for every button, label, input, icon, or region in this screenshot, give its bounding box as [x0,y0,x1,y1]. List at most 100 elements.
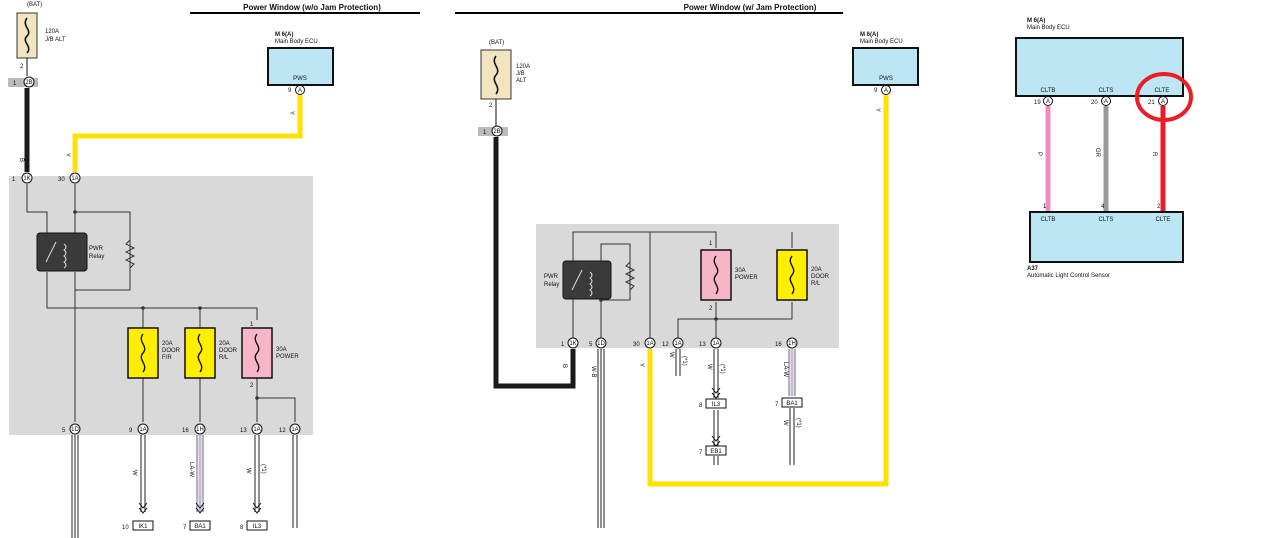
middle-wire-w3: W [782,420,788,426]
middle-alt-l1: 120A [516,64,530,70]
middle-bottom-3 [644,337,656,349]
right-ecu-c3 [1158,96,1168,106]
left-title: Power Window (w/o Jam Protection) [243,3,381,12]
right-ecu-p1: 19 [1034,100,1041,106]
middle-bottom-4-id: 1A [674,341,681,347]
middle-bottom-4 [672,337,684,349]
middle-title: Power Window (w/ Jam Protection) [684,3,817,12]
middle-bottom-2-id: 1D [597,341,605,347]
right-wire-r-label: R [1151,152,1157,157]
middle-bottom-3-id: 1A [646,341,653,347]
left-fuse-power-l2: POWER [276,354,299,360]
middle-bottom-1-pin: 1 [561,342,565,348]
left-end-3-id: IL3 [253,524,262,530]
left-bottom-4 [251,423,263,435]
middle-panel: Power Window (w/ Jam Protection) (BAT) 1… [455,3,919,528]
left-end-3-pin: 8 [240,525,244,531]
left-end-1-pin: 10 [122,525,129,531]
middle-bottom-1 [567,337,579,349]
left-panel: Power Window (w/o Jam Protection) (BAT) … [8,2,420,538]
left-relay-wiring [26,184,296,422]
left-fuse-fr-l1: 20A [162,341,173,347]
left-fuse-rl-l3: R/L [219,355,229,361]
right-sensor-pin-1: 1 [1043,204,1047,210]
left-alt-fuse-line1: 120A [45,29,59,35]
right-sensor-t3: CLTE [1156,217,1171,223]
middle-fuse-door-rl [776,249,808,301]
left-end-1-id: IK1 [138,524,148,530]
middle-wire-w2: W [706,364,712,370]
middle-pwr-relay [562,260,612,300]
left-relay-block [9,176,313,435]
left-bottom-5-id: 1A [291,427,298,433]
middle-wire-w1: W [668,352,674,358]
middle-wire-y-label: Y [874,108,880,112]
middle-bottom-5-pin: 13 [699,342,706,348]
left-end-2-id: BA1 [194,524,206,530]
middle-bottom-6-pin: 16 [775,342,782,348]
middle-end-2-pin: 7 [775,402,779,408]
left-bottom-2-pin: 9 [129,428,133,434]
right-ecu-p3: 21 [1148,100,1155,106]
left-2b-id: 2B [25,80,32,86]
left-power-pin-bottom: 2 [250,383,254,389]
middle-alt-l3: ALT [516,78,527,84]
middle-ecu-pin: 9 [874,88,878,94]
middle-alt-l2: J/B [516,71,525,77]
right-ecu-c3-id: A [1161,99,1165,105]
right-ecu-c2-id: A [1104,99,1108,105]
left-2b-strip [8,78,38,87]
middle-bottom-3-pin: 30 [633,342,640,348]
left-ecu-name: Main Body ECU [275,39,318,45]
middle-ecu-name: Main Body ECU [860,39,903,45]
right-panel: M 6(A) Main Body ECU CLTB CLTS CLTE 19 A… [1015,18,1193,279]
left-wire-y-label: Y [64,153,70,157]
right-wire-gr-label: GR [1094,148,1100,158]
left-fuse-rl-l2: DOOR [219,348,238,354]
middle-chevrons [711,387,721,447]
middle-wire-wb: W-B [590,366,596,378]
right-ecu-code: M 6(A) [1027,18,1045,24]
middle-fuse-rl-l2: DOOR [811,274,830,280]
middle-ecu-code: M 6(A) [860,32,878,38]
middle-fuse-rl-l1: 20A [811,267,822,273]
left-30-connector [69,172,81,184]
left-30-id: 1A [71,176,78,182]
left-end-2-pin: 7 [183,525,187,531]
middle-end-3-pin: 7 [699,450,703,456]
middle-wire-black [493,137,576,389]
left-relay-line2: Relay [89,254,104,260]
left-wire-w2: W [245,468,251,474]
left-alt-pin: 2 [20,64,24,70]
middle-outgoing-wires [597,349,795,528]
left-pwr-relay [36,232,88,272]
right-sensor-name: Automatic Light Control Sensor [1027,273,1110,279]
middle-relay-l1: PWR [544,274,559,280]
middle-wire-b-label: B [561,364,567,368]
left-bottom-1-id: 1D [71,427,79,433]
left-bottom-5 [289,423,301,435]
left-relay-line1: PWR [89,246,104,252]
right-sensor-code: A37 [1027,266,1039,272]
left-outgoing-wires [71,435,298,538]
middle-2b-connector [491,125,503,137]
middle-wire-y2-label: Y [638,363,644,367]
middle-end-2 [781,397,803,408]
middle-note-2: (*1) [719,364,725,374]
right-sensor-box [1029,211,1184,263]
highlight-circle [1135,72,1193,122]
right-sensor-t2: CLTS [1099,217,1114,223]
left-ecu-terminal: PWS [293,76,307,82]
left-alt-fuse-symbol [24,17,30,54]
middle-2b-id: 2B [493,129,500,135]
middle-fuse-rl-l3: R/L [811,281,821,287]
middle-wire-yellow [647,95,889,487]
middle-bottom-2 [595,337,607,349]
middle-bottom-6-id: 1H [788,341,796,347]
left-note-star1: (*1) [260,464,266,474]
left-bottom-1-pin: 5 [62,428,66,434]
middle-ecu-box [852,47,919,86]
left-fuse-fr-l3: F/R [162,355,172,361]
left-bottom-4-pin: 13 [240,428,247,434]
middle-2b-pin: 1 [483,130,487,136]
